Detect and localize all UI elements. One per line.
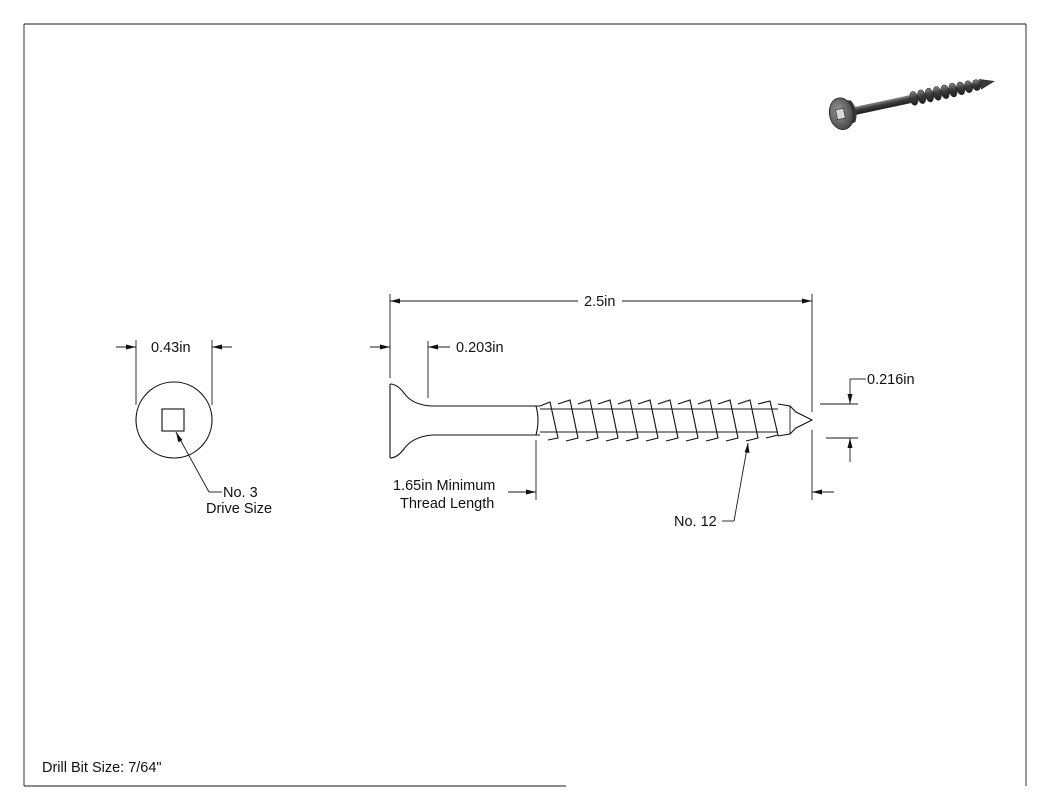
overall-length-dimension [389, 294, 813, 412]
drive-size-line2: Drive Size [206, 501, 272, 517]
drive-size-leader [175, 431, 222, 493]
thread-length-line1: 1.65in Minimum [393, 478, 495, 494]
square-drive-icon [835, 107, 846, 121]
drill-bit-note: Drill Bit Size: 7/64" [42, 760, 162, 776]
head-diameter-label: 0.43in [151, 340, 191, 356]
screw-tip [777, 403, 814, 437]
screw-size-leader [722, 442, 750, 522]
screw-isometric-thumbnail [828, 79, 995, 130]
head-circle [135, 381, 213, 459]
square-drive-recess [161, 408, 185, 432]
head-end-view [135, 381, 213, 459]
drive-size-line1: No. 3 [223, 485, 258, 501]
overall-length-label: 2.5in [584, 294, 615, 310]
sheet-border [23, 23, 1027, 787]
thread-length-line2: Thread Length [400, 496, 494, 512]
screw-size-label: No. 12 [674, 514, 717, 530]
head-height-label: 0.203in [456, 340, 504, 356]
screw-side-view [389, 383, 814, 459]
head-height-dimension [370, 341, 450, 398]
head-diameter-dimension [116, 340, 232, 405]
shank-diameter-dimension [820, 378, 866, 462]
thread-length-dimension [508, 430, 834, 500]
shank-diameter-label: 0.216in [867, 372, 915, 388]
screw-threads [539, 399, 779, 442]
